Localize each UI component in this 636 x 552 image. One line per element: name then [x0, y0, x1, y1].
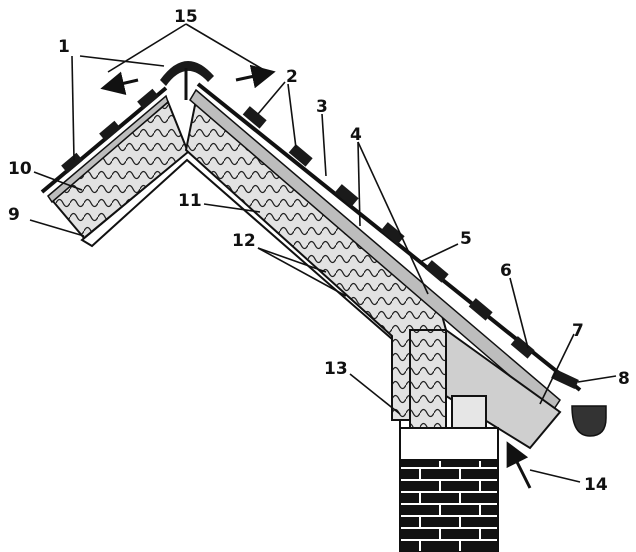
right-insulation	[184, 98, 448, 421]
callout-11: 11	[178, 191, 202, 211]
callout-12: 12	[232, 231, 256, 251]
wall-post	[451, 395, 487, 433]
eave-vent-arrow	[506, 441, 532, 489]
ridge-vent-arrows	[100, 64, 276, 95]
callout-14: 14	[584, 475, 608, 495]
callout-15: 15	[174, 7, 198, 27]
callout-6: 6	[500, 261, 512, 281]
right-tiles	[196, 82, 582, 392]
callout-9: 9	[8, 205, 20, 225]
wall-top-plate	[399, 427, 499, 461]
wall-insulation	[409, 329, 447, 431]
callout-8: 8	[618, 369, 630, 389]
callout-4: 4	[350, 125, 362, 145]
leader-lines	[29, 23, 617, 483]
brick-wall	[399, 459, 499, 552]
gutter	[571, 405, 607, 437]
eave-soffit	[445, 328, 562, 450]
callout-10: 10	[8, 159, 32, 179]
left-board	[47, 94, 169, 204]
callout-1: 1	[58, 37, 70, 57]
callout-7: 7	[572, 321, 584, 341]
callout-13: 13	[324, 359, 348, 379]
callout-2: 2	[286, 67, 298, 87]
right-board	[189, 88, 561, 414]
callout-5: 5	[460, 229, 472, 249]
ridge-cap	[160, 60, 214, 86]
callout-3: 3	[316, 97, 328, 117]
left-tiles	[40, 86, 168, 194]
